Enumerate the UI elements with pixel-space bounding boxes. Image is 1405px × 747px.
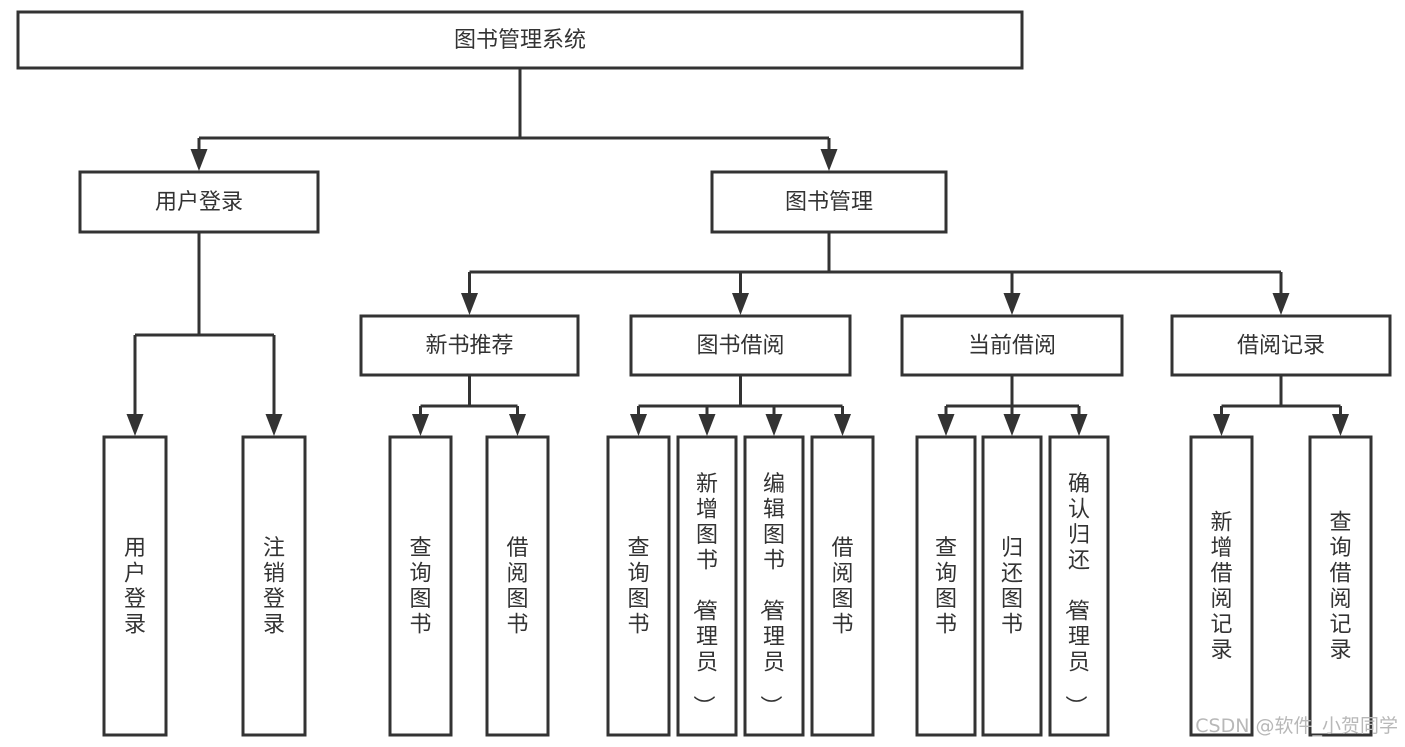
node-label: 查询图书 — [627, 536, 649, 638]
node-leaf-query-book-1[interactable]: 查询图书 — [388, 435, 453, 737]
arrow-head-icon — [461, 293, 478, 315]
node-label: 编辑图书（管理员） — [757, 472, 785, 717]
node-user-login[interactable]: 用户登录 — [78, 170, 320, 234]
node-label: 用户登录 — [124, 536, 146, 638]
node-label: 新书推荐 — [425, 334, 513, 359]
node-boxes-layer: 图书管理系统用户登录图书管理新书推荐图书借阅当前借阅借阅记录用户登录注销登录查询… — [16, 10, 1392, 737]
node-label: 用户登录 — [155, 190, 243, 215]
node-leaf-add-book[interactable]: 新增图书（管理员） — [676, 435, 738, 737]
arrow-head-icon — [265, 414, 283, 436]
arrow-head-icon — [937, 414, 955, 436]
node-leaf-query-book-3[interactable]: 查询图书 — [915, 435, 977, 737]
connector-edges-layer — [126, 68, 1349, 436]
arrow-head-icon — [509, 414, 526, 436]
node-box[interactable] — [359, 314, 580, 377]
arrow-head-icon — [820, 149, 838, 171]
arrow-head-icon — [834, 414, 851, 436]
arrow-head-icon — [1070, 414, 1088, 436]
node-box[interactable] — [1189, 435, 1254, 737]
node-leaf-return-book[interactable]: 归还图书 — [981, 435, 1043, 737]
node-leaf-logout[interactable]: 注销登录 — [241, 435, 307, 737]
node-box[interactable] — [810, 435, 875, 737]
node-leaf-query-record[interactable]: 查询借阅记录 — [1308, 435, 1373, 737]
connector-group-root — [190, 68, 838, 171]
node-label: 当前借阅 — [968, 334, 1056, 359]
node-label: 归还图书 — [1001, 536, 1023, 638]
arrow-head-icon — [698, 414, 716, 436]
node-label: 查询图书 — [409, 536, 431, 638]
node-current-borrow[interactable]: 当前借阅 — [900, 314, 1124, 377]
node-leaf-edit-book[interactable]: 编辑图书（管理员） — [743, 435, 805, 737]
connector-group-book_borrow — [630, 375, 851, 436]
node-box[interactable] — [900, 314, 1124, 377]
node-label: 查询图书 — [935, 536, 957, 638]
node-label: 借阅图书 — [506, 536, 528, 638]
arrow-head-icon — [630, 414, 647, 436]
node-label: 新增图书（管理员） — [690, 472, 718, 717]
node-box[interactable] — [981, 435, 1043, 737]
node-label: 注销登录 — [263, 536, 285, 638]
node-box[interactable] — [710, 170, 948, 234]
connector-group-current_borrow — [937, 375, 1088, 436]
node-leaf-query-book-2[interactable]: 查询图书 — [606, 435, 671, 737]
node-leaf-confirm-return[interactable]: 确认归还（管理员） — [1048, 435, 1110, 737]
arrow-head-icon — [1272, 293, 1290, 315]
node-box[interactable] — [1308, 435, 1373, 737]
connector-group-new_book_rec — [412, 375, 526, 436]
arrow-head-icon — [765, 414, 783, 436]
node-box[interactable] — [78, 170, 320, 234]
node-box[interactable] — [1170, 314, 1392, 377]
node-new-book-rec[interactable]: 新书推荐 — [359, 314, 580, 377]
node-box[interactable] — [606, 435, 671, 737]
arrow-head-icon — [1213, 414, 1230, 436]
node-box[interactable] — [629, 314, 852, 377]
node-label: 新增借阅记录 — [1210, 510, 1232, 663]
node-box[interactable] — [915, 435, 977, 737]
node-label: 借阅图书 — [831, 536, 853, 638]
arrow-head-icon — [732, 293, 749, 315]
node-label: 图书管理系统 — [454, 28, 586, 53]
connector-group-user_login — [126, 232, 283, 436]
node-box[interactable] — [102, 435, 168, 737]
node-leaf-borrow-book-2[interactable]: 借阅图书 — [810, 435, 875, 737]
node-box[interactable] — [16, 10, 1024, 70]
node-box[interactable] — [241, 435, 307, 737]
arrow-head-icon — [1003, 414, 1021, 436]
arrow-head-icon — [126, 414, 144, 436]
node-box[interactable] — [485, 435, 550, 737]
arrow-head-icon — [1332, 414, 1349, 436]
arrow-head-icon — [190, 149, 208, 171]
node-box[interactable] — [676, 435, 738, 737]
node-root[interactable]: 图书管理系统 — [16, 10, 1024, 70]
node-label: 图书借阅 — [696, 334, 784, 359]
node-box[interactable] — [1048, 435, 1110, 737]
node-leaf-borrow-book-1[interactable]: 借阅图书 — [485, 435, 550, 737]
node-box[interactable] — [743, 435, 805, 737]
connector-group-book_mgmt — [461, 232, 1290, 315]
csdn-watermark: CSDN @软件_小贺同学 — [1195, 715, 1398, 737]
arrow-head-icon — [412, 414, 429, 436]
node-borrow-record[interactable]: 借阅记录 — [1170, 314, 1392, 377]
node-leaf-user-login[interactable]: 用户登录 — [102, 435, 168, 737]
node-box[interactable] — [388, 435, 453, 737]
arrow-head-icon — [1003, 293, 1021, 315]
node-book-mgmt[interactable]: 图书管理 — [710, 170, 948, 234]
connector-group-borrow_record — [1213, 375, 1349, 436]
node-label: 图书管理 — [785, 190, 873, 215]
node-label: 借阅记录 — [1237, 334, 1325, 359]
node-label: 确认归还（管理员） — [1062, 472, 1090, 717]
node-book-borrow[interactable]: 图书借阅 — [629, 314, 852, 377]
node-label: 查询借阅记录 — [1329, 510, 1351, 663]
node-leaf-add-record[interactable]: 新增借阅记录 — [1189, 435, 1254, 737]
